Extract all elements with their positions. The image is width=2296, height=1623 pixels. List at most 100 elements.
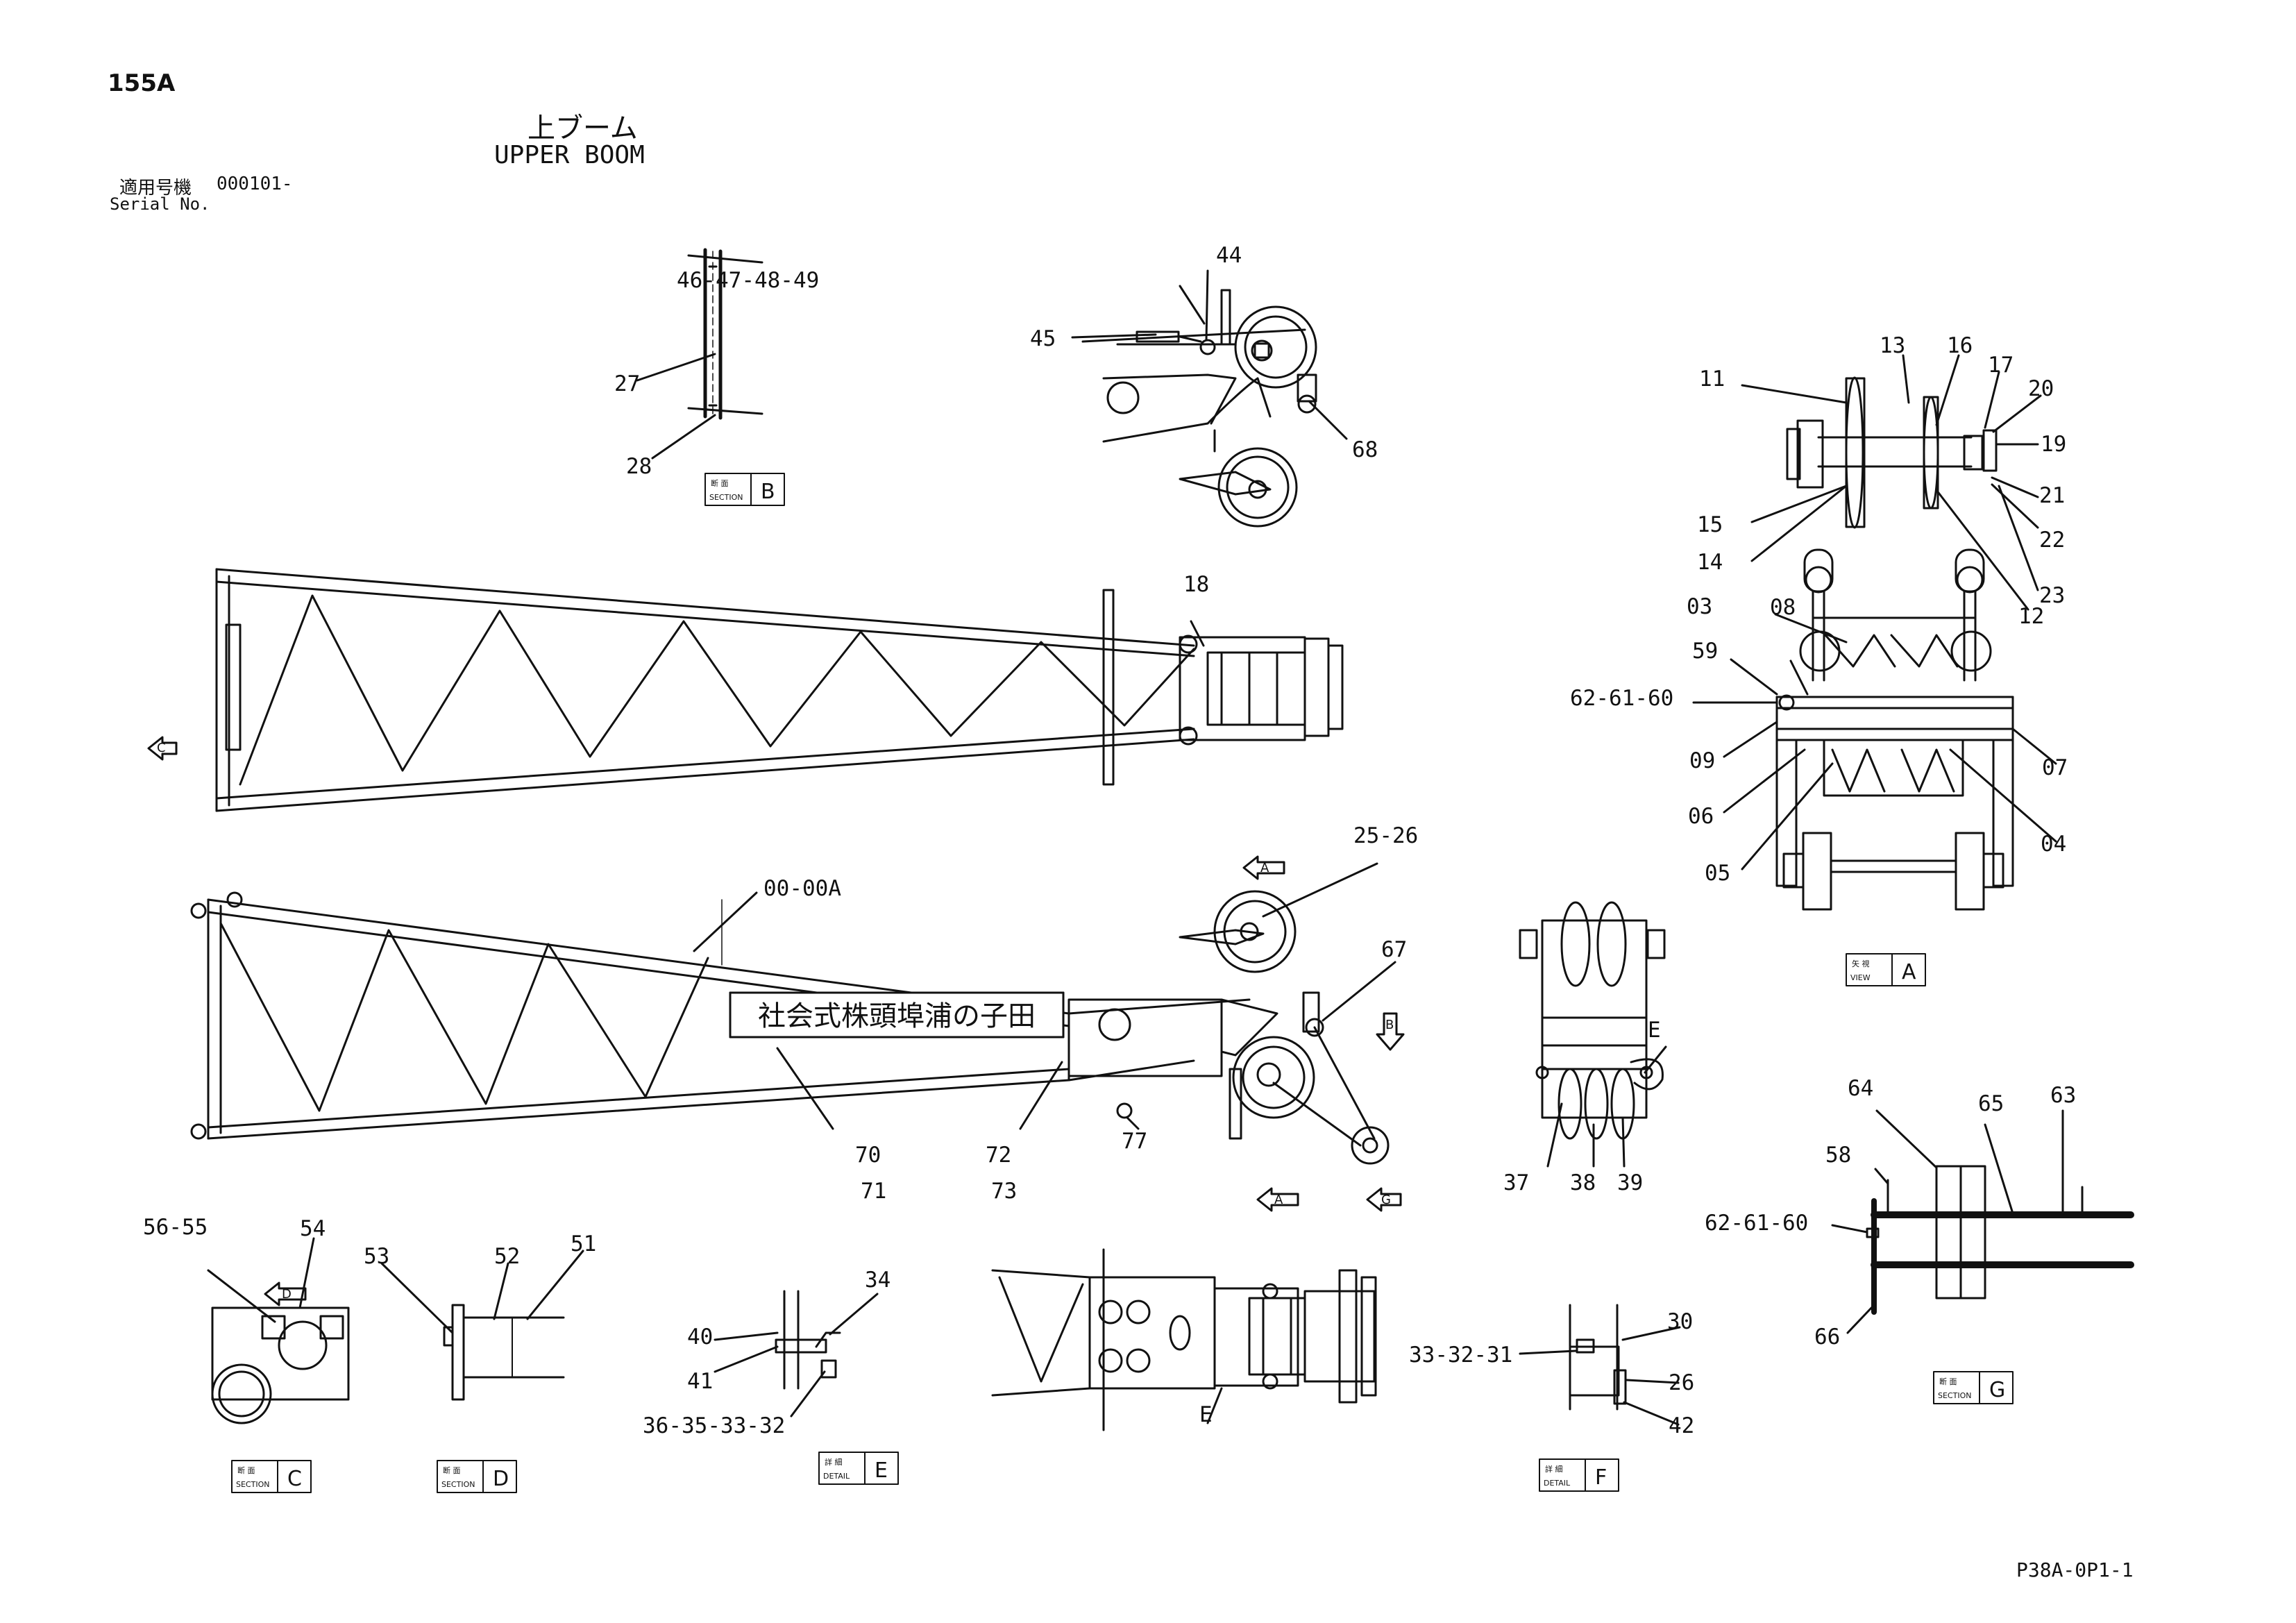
view-arrow-c — [147, 736, 178, 761]
tag-detail-e: 詳 細 DETAIL E — [818, 1452, 899, 1485]
callout-label: 15 — [1697, 512, 1723, 537]
boom-head-plan-view — [991, 1248, 1377, 1431]
page-number: 155A — [108, 69, 176, 97]
callout-label: 71 — [861, 1179, 886, 1204]
view-arrow-a-upper — [1242, 855, 1285, 880]
callout-label: 28 — [626, 454, 652, 479]
view-arrow-c-letter: C — [157, 741, 166, 755]
detail-f-drawing — [1519, 1304, 1681, 1426]
callout-label: 30 — [1667, 1309, 1693, 1334]
tag-label-en: VIEW — [1850, 973, 1871, 982]
boom-plan-view — [215, 568, 1344, 812]
callout-label: 06 — [1688, 804, 1714, 829]
callout-label: 59 — [1692, 639, 1718, 664]
view-arrow-a-lower-letter: A — [1274, 1193, 1283, 1207]
title-english: UPPER BOOM — [494, 141, 645, 169]
callout-label: 62-61-60 — [1705, 1211, 1808, 1236]
callout-label: 17 — [1988, 353, 2014, 378]
callout-label: 37 — [1503, 1170, 1529, 1195]
callout-label: 44 — [1216, 243, 1242, 268]
callout-label: 39 — [1617, 1170, 1643, 1195]
tag-letter: C — [287, 1467, 302, 1491]
callout-label: 77 — [1122, 1129, 1147, 1154]
serial-label-japanese: 適用号機 — [119, 178, 192, 199]
callout-label: 25-26 — [1353, 823, 1418, 848]
section-d-drawing — [380, 1250, 584, 1401]
view-arrow-d-letter: D — [282, 1287, 292, 1302]
boom-head-side-detail — [1071, 269, 1348, 528]
tag-label-en: DETAIL — [1544, 1479, 1571, 1488]
view-a-drawing — [1692, 354, 2057, 911]
tag-letter: D — [493, 1467, 509, 1491]
view-arrow-b-letter: B — [1385, 1018, 1394, 1032]
tag-letter: A — [1902, 960, 1916, 984]
callout-label: 18 — [1183, 572, 1209, 597]
section-c-drawing — [207, 1237, 350, 1424]
callout-label: 00-00A — [763, 876, 841, 901]
tag-letter: F — [1595, 1465, 1607, 1490]
tag-label-en: SECTION — [709, 493, 743, 502]
tag-label-jp: 断 面 — [711, 478, 729, 488]
callout-label: 41 — [687, 1369, 713, 1394]
callout-label: 38 — [1570, 1170, 1596, 1195]
callout-label: 63 — [2050, 1083, 2076, 1108]
callout-label: 36-35-33-32 — [643, 1413, 785, 1438]
callout-label: 53 — [364, 1244, 389, 1269]
view-arrow-g-letter: G — [1381, 1193, 1391, 1207]
callout-label: 03 — [1687, 594, 1712, 619]
callout-label: 13 — [1880, 333, 1905, 358]
tag-letter: G — [1989, 1378, 2005, 1402]
callout-label: 08 — [1770, 595, 1796, 620]
tag-label-en: DETAIL — [823, 1472, 850, 1481]
callout-label: 11 — [1699, 367, 1725, 392]
callout-label: 68 — [1352, 437, 1378, 462]
tag-label-jp: 詳 細 — [1545, 1464, 1563, 1474]
title-japanese: 上ブーム — [527, 112, 638, 144]
callout-label: 20 — [2028, 376, 2054, 401]
view-arrow-g — [1366, 1187, 1402, 1212]
callout-label: 05 — [1705, 861, 1730, 886]
callout-label: 62-61-60 — [1570, 686, 1673, 711]
callout-label: 22 — [2039, 528, 2065, 553]
callout-label: 52 — [494, 1244, 520, 1269]
callout-label: 21 — [2039, 483, 2065, 508]
tag-detail-f: 詳 細 DETAIL F — [1539, 1458, 1619, 1492]
callout-label: 65 — [1978, 1091, 2004, 1116]
callout-label: 27 — [614, 371, 640, 396]
tag-label-jp: 詳 細 — [825, 1457, 843, 1467]
boom-head-front-view — [1519, 901, 1667, 1168]
callout-label: 07 — [2042, 755, 2068, 780]
tag-label-jp: 断 面 — [1939, 1377, 1957, 1386]
callout-label: 45 — [1030, 326, 1056, 351]
callout-label: E — [1199, 1402, 1213, 1427]
serial-value: 000101- — [217, 174, 293, 194]
tag-label-jp: 断 面 — [237, 1465, 255, 1475]
callout-label: 51 — [571, 1231, 596, 1256]
view-arrow-d — [264, 1281, 307, 1306]
tag-label-en: SECTION — [1938, 1391, 1971, 1400]
view-arrow-a-upper-letter: A — [1260, 861, 1269, 875]
callout-label: 64 — [1848, 1076, 1873, 1101]
section-b-drawing — [636, 248, 763, 460]
callout-label: 66 — [1814, 1325, 1840, 1349]
tag-section-g: 断 面 SECTION G — [1933, 1371, 2014, 1404]
tag-letter: E — [875, 1458, 888, 1483]
callout-label: 04 — [2041, 832, 2066, 857]
callout-label: 72 — [986, 1143, 1011, 1168]
view-arrow-b — [1376, 1012, 1405, 1051]
tag-label-en: SECTION — [236, 1480, 269, 1489]
callout-label: 46-47-48-49 — [677, 268, 819, 293]
tag-section-c: 断 面 SECTION C — [231, 1460, 312, 1493]
callout-label: 56-55 — [143, 1215, 208, 1240]
callout-label: 14 — [1697, 550, 1723, 575]
tag-label-jp: 矢 視 — [1852, 959, 1870, 968]
detail-e-drawing — [714, 1290, 879, 1418]
tag-label-en: SECTION — [441, 1480, 475, 1489]
callout-label: 58 — [1825, 1143, 1851, 1168]
callout-label: 73 — [991, 1179, 1017, 1204]
view-arrow-a-lower — [1256, 1187, 1299, 1212]
callout-label: 26 — [1669, 1370, 1694, 1395]
callout-label: 23 — [2039, 583, 2065, 608]
